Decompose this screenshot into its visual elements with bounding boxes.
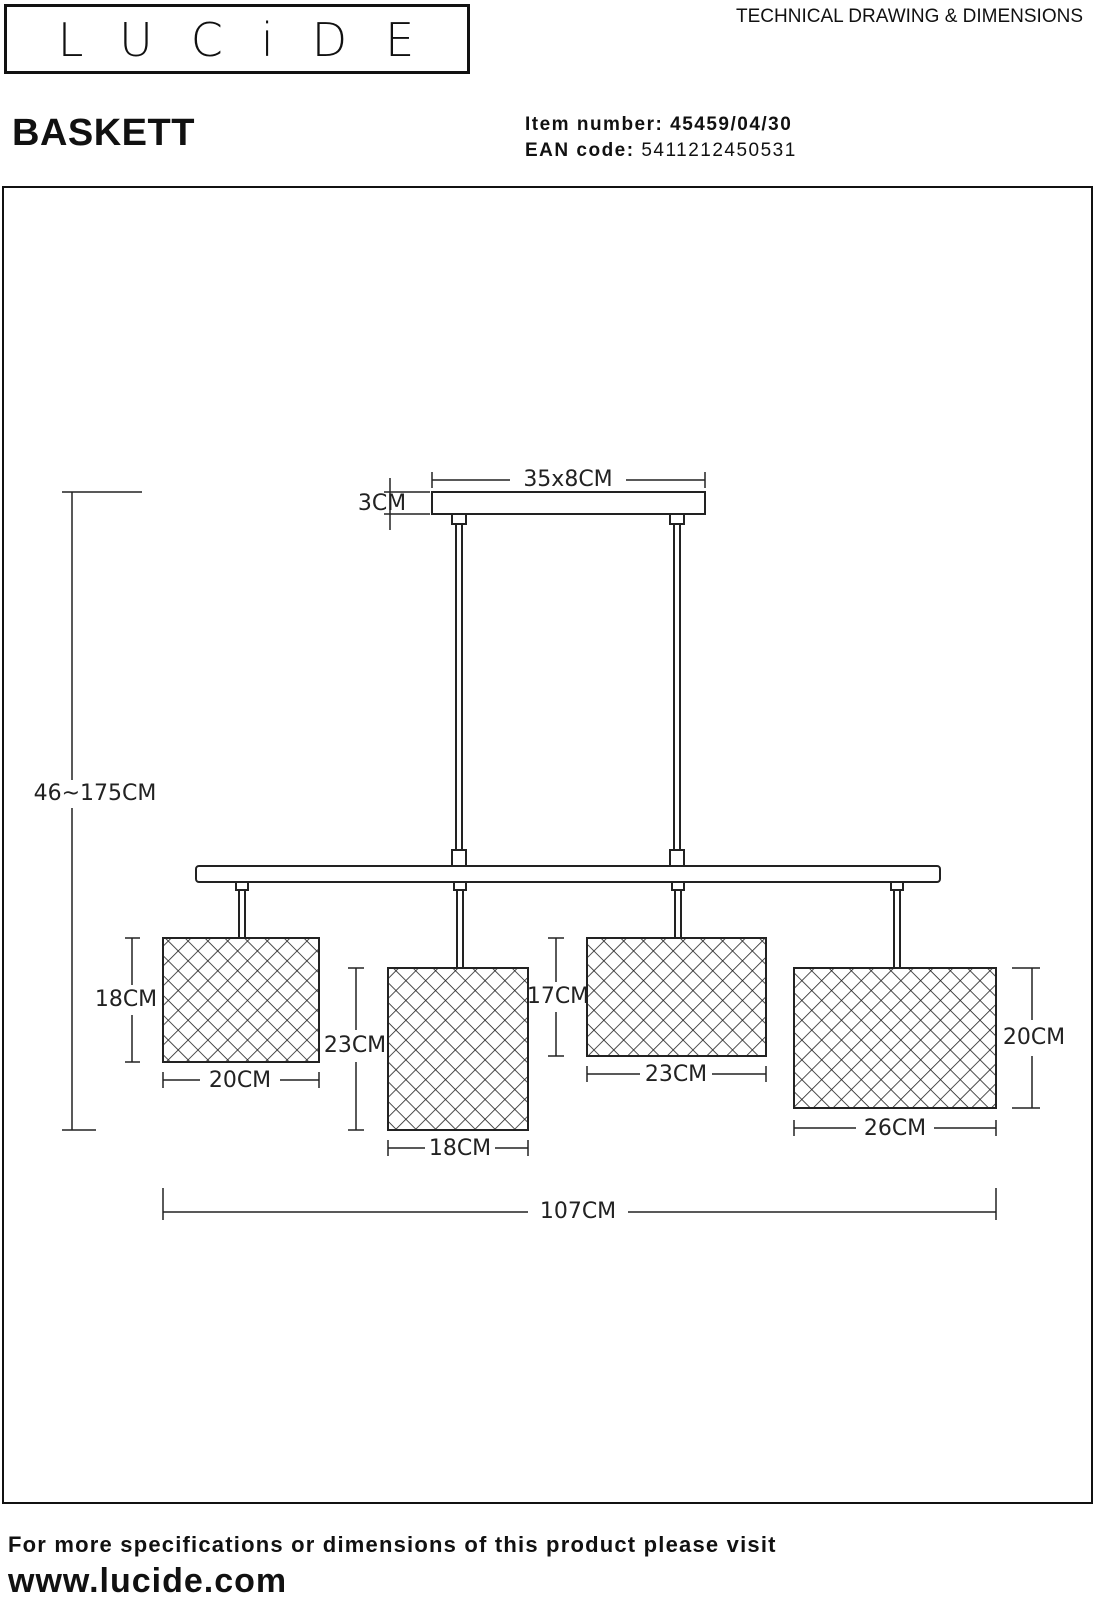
- dim-total-width: 107CM: [540, 1199, 616, 1224]
- dim-shade2-width: 18CM: [429, 1136, 491, 1161]
- product-meta: Item number: 45459/04/30 EAN code: 54112…: [525, 112, 797, 164]
- brand-logo-text: LUCiDE: [57, 13, 453, 67]
- dim-canopy-height: 3CM: [358, 491, 406, 516]
- dim-canopy-size: 35x8CM: [523, 467, 612, 492]
- shade-1: [162, 937, 320, 1063]
- dim-total-height: 46~175CM: [34, 781, 157, 806]
- canopy: [431, 491, 706, 515]
- dim-shade4-width: 26CM: [864, 1116, 926, 1141]
- dim-shade1-height: 18CM: [95, 987, 157, 1012]
- dim-shade4-height: 20CM: [1003, 1025, 1065, 1050]
- ean-value: 5411212450531: [641, 140, 797, 161]
- ean-label: EAN code:: [525, 140, 635, 161]
- main-bar: [195, 865, 941, 883]
- footer-url[interactable]: www.lucide.com: [8, 1562, 288, 1600]
- shade-3: [586, 937, 767, 1057]
- item-number-label: Item number:: [525, 114, 664, 135]
- dim-shade3-height: 17CM: [527, 984, 589, 1009]
- ean-row: EAN code: 5411212450531: [525, 138, 797, 164]
- footer-text: For more specifications or dimensions of…: [8, 1532, 777, 1557]
- shade-4: [793, 967, 997, 1109]
- drawing-frame: [2, 186, 1093, 1504]
- document-type: TECHNICAL DRAWING & DIMENSIONS: [736, 6, 1083, 27]
- shade-2: [387, 967, 529, 1131]
- dim-shade1-width: 20CM: [209, 1068, 271, 1093]
- dim-shade2-height: 23CM: [324, 1033, 386, 1058]
- brand-logo: LUCiDE: [4, 4, 470, 74]
- item-number-value: 45459/04/30: [670, 114, 793, 135]
- item-number-row: Item number: 45459/04/30: [525, 112, 797, 138]
- dim-shade3-width: 23CM: [645, 1062, 707, 1087]
- product-name: BASKETT: [12, 112, 195, 154]
